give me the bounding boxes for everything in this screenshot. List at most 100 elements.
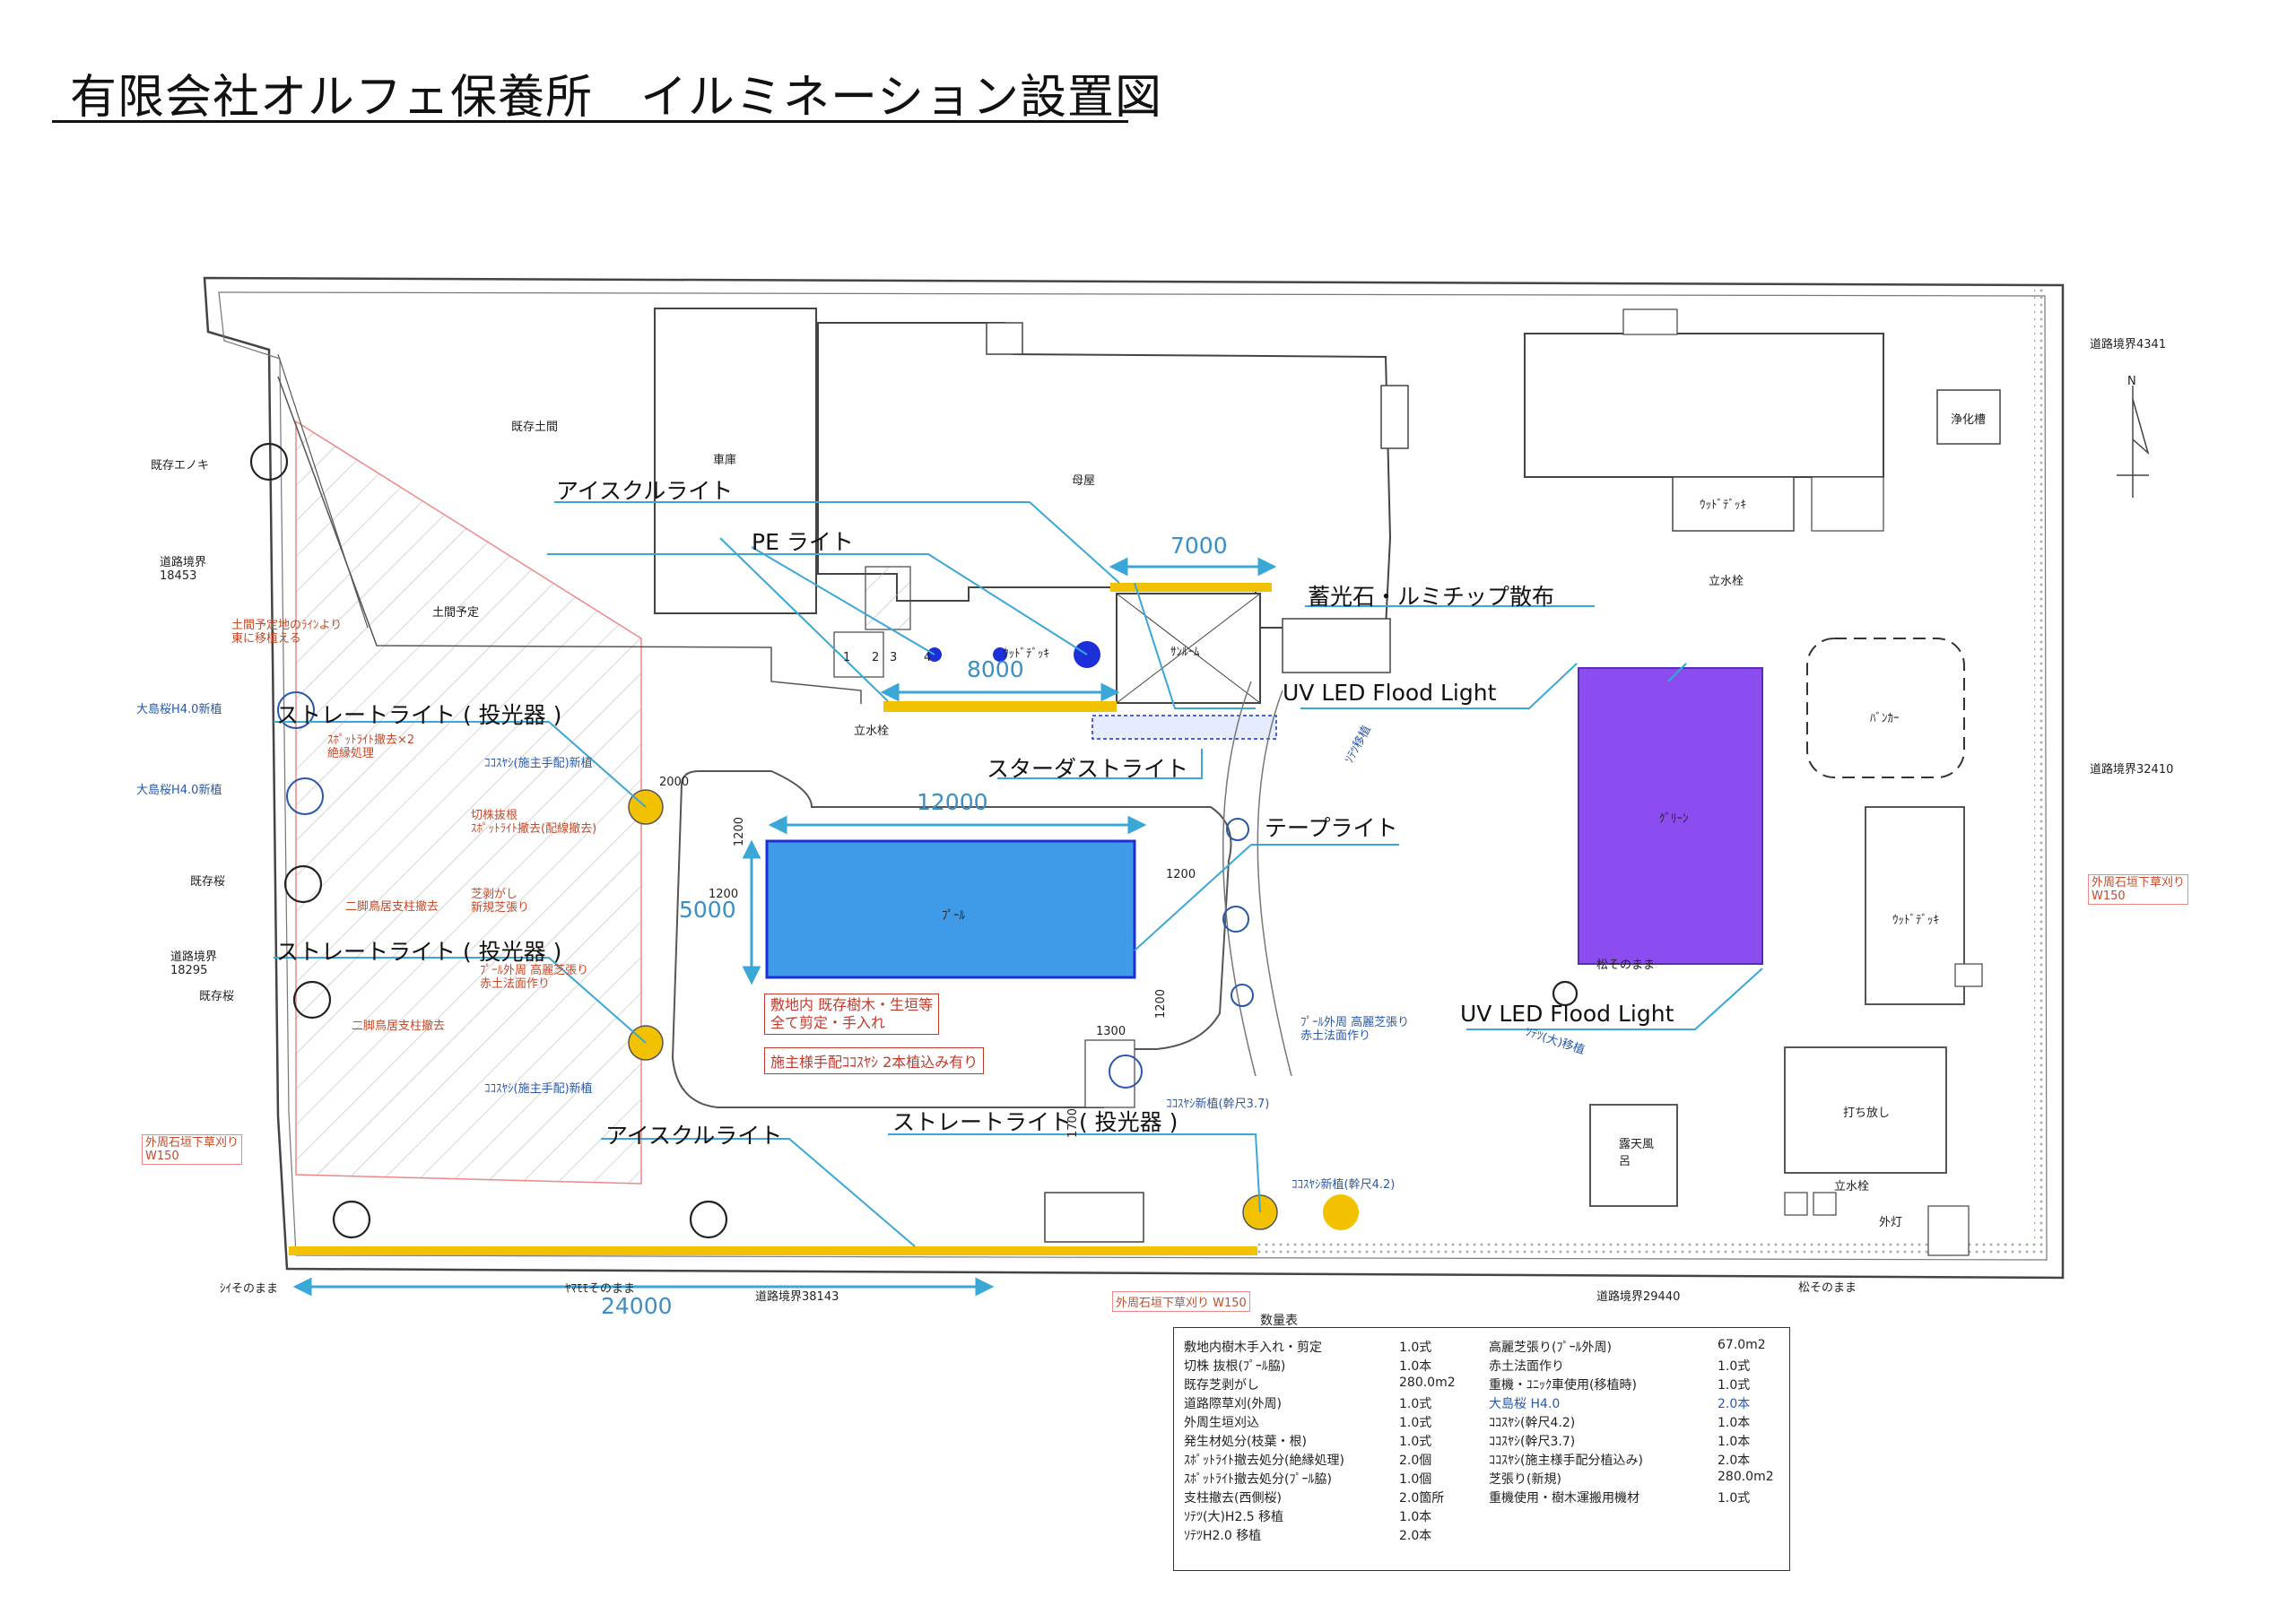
qty-value-right: 2.0本 [1718, 1454, 1751, 1468]
planned-floor-outline [277, 376, 862, 704]
site-boundary [203, 276, 2065, 1280]
dimension-5000: 5000 [679, 897, 736, 923]
dimension-8000: 8000 [967, 656, 1024, 682]
garage-label: 車庫 [713, 454, 737, 467]
uv-flood-label-2: UV LED Flood Light [1460, 1001, 1674, 1027]
qty-item-left: 外周生垣刈込 [1184, 1416, 1259, 1430]
straight-light-label-3: ストレートライト ( 投光器 ) [892, 1109, 1178, 1135]
stardust-light-label: スターダストライト [987, 756, 1189, 782]
qty-item-right: 重機使用・樹木運搬用機材 [1489, 1491, 1639, 1506]
qty-value-left: 1.0式 [1399, 1397, 1432, 1411]
qty-value-right: 1.0式 [1718, 1359, 1751, 1374]
qty-value-left: 1.0式 [1399, 1435, 1432, 1449]
yamamomo-keep-label: ﾔﾏﾓﾓそのまま [565, 1282, 636, 1296]
deck-number-3: 3 [890, 651, 898, 664]
plant-row-note: 土間予定地のﾗｲﾝより 東に移植える [231, 619, 343, 646]
tape-light-label: テープライト [1265, 815, 1398, 841]
north-arrow [2117, 386, 2150, 498]
qty-item-left: ｽﾎﾟｯﾄﾗｲﾄ撤去処分(ﾌﾟｰﾙ脇) [1184, 1472, 1332, 1487]
existing-dirt-floor-label: 既存土間 [511, 421, 559, 434]
stardust-band [1091, 715, 1277, 740]
owner-palm-note: 施主様手配ｺｺｽﾔｼ 2本植込み有り [764, 1047, 985, 1074]
quantity-table [1173, 1327, 1790, 1571]
tree-sakura-1 [283, 864, 323, 904]
deck-number-1: 1 [843, 651, 851, 664]
qty-item-right: 芝張り(新規) [1489, 1472, 1561, 1487]
hatched-area-west-outline [295, 420, 642, 1185]
qty-value-left: 1.0式 [1399, 1416, 1432, 1430]
hedge-bottom [1256, 1243, 2045, 1255]
pool [765, 839, 1136, 979]
pine-keep-label-1: 松そのまま [1596, 959, 1656, 972]
qty-value-right: 2.0本 [1718, 1397, 1751, 1411]
sunroom-label: ｻﾝﾙｰﾑ [1170, 646, 1200, 659]
gate [1044, 1192, 1144, 1243]
qty-value-left: 280.0m2 [1399, 1376, 1456, 1390]
outdoor-bath [1589, 1104, 1678, 1207]
pole-remove-label-2: 二脚鳥居支柱撤去 [352, 1020, 446, 1033]
bare-concrete [1784, 1046, 1947, 1174]
dimension-1200d: 1200 [1154, 988, 1169, 1020]
standpipe-label-3: 立水栓 [1834, 1180, 1870, 1193]
ice-light-label-2: アイスクルライト [605, 1123, 783, 1149]
qty-item-right: 赤土法面作り [1489, 1359, 1564, 1374]
pool-label: ﾌﾟｰﾙ [942, 909, 965, 923]
qty-item-right: 高麗芝張り(ﾌﾟｰﾙ外周) [1489, 1341, 1612, 1355]
standpipe-label-2: 立水栓 [1709, 575, 1744, 588]
dimension-1200a: 1200 [733, 816, 747, 847]
tree-sakura-2 [292, 980, 332, 1020]
shii-keep-label: ｼｲそのまま [220, 1282, 279, 1296]
palm-yellow-dot [1323, 1194, 1359, 1230]
tree-yamamomo [689, 1200, 728, 1239]
dimension-1200c: 1200 [1166, 868, 1196, 881]
bunker [1806, 638, 1965, 778]
pe-light-dot-2 [993, 647, 1007, 662]
qty-value-right: 280.0m2 [1718, 1470, 1774, 1484]
qty-value-left: 2.0本 [1399, 1529, 1432, 1543]
straight-light-label-1: ストレートライト ( 投光器 ) [276, 702, 562, 728]
existing-sakura-label-1: 既存桜 [190, 875, 226, 889]
putting-green [1578, 667, 1763, 965]
path-curve [1222, 681, 1257, 1077]
dimension-arrows [292, 557, 1277, 1297]
road-boundary-29440: 道路境界29440 [1596, 1290, 1681, 1304]
uv-flood-label-1: UV LED Flood Light [1283, 680, 1497, 706]
outer-grass-label-2: 外周石垣下草刈り W150 [2088, 874, 2189, 905]
bunker-label: ﾊﾞﾝｶｰ [1870, 712, 1900, 725]
quantity-table-title: 数量表 [1260, 1314, 1298, 1328]
ice-light-label-1: アイスクルライト [556, 478, 734, 504]
tree-enoki [249, 442, 289, 482]
wood-deck-building [1524, 333, 1884, 478]
qty-item-left: ｿﾃﾂ(大)H2.5 移植 [1184, 1510, 1284, 1524]
road-boundary-32410: 道路境界32410 [2090, 763, 2174, 777]
oshima-sakura-label-2: 大島桜H4.0新植 [136, 784, 222, 797]
callout-lines [274, 501, 1763, 1247]
wood-deck-label-2: ｳｯﾄﾞﾃﾞｯｷ [1700, 499, 1746, 512]
title-underline [52, 120, 1128, 123]
outdoor-bath-label: 露天風呂 [1619, 1138, 1655, 1168]
pe-light-bar [883, 701, 1117, 712]
prune-note: 敷地内 既存樹木・生垣等 全て剪定・手入れ [764, 994, 940, 1035]
wood-deck-label-3: ｳｯﾄﾞﾃﾞｯｷ [1892, 914, 1939, 927]
dimension-12000: 12000 [917, 789, 988, 815]
qty-item-right: 重機・ﾕﾆｯｸ車使用(移植時) [1489, 1378, 1637, 1393]
tree-pine [1552, 980, 1578, 1007]
road-boundary-4341: 道路境界4341 [2090, 338, 2167, 352]
qty-item-right: ｺｺｽﾔｼ(施主様手配分植込み) [1489, 1454, 1643, 1468]
trees [249, 442, 1578, 1239]
pool-turf-note-2: ﾌﾟｰﾙ外周 高麗芝張り 赤土法面作り [1300, 1016, 1410, 1043]
document-title: 有限会社オルフェ保養所 イルミネーション設置図 [70, 71, 1162, 125]
qty-item-left: 既存芝剥がし [1184, 1378, 1259, 1393]
road-boundary-18453: 道路境界 18453 [160, 556, 207, 583]
north-label: N [2127, 375, 2136, 388]
dimension-1300: 1300 [1096, 1025, 1126, 1038]
dimension-1700: 1700 [1066, 1107, 1081, 1139]
pool-turf-note: ﾌﾟｰﾙ外周 高麗芝張り 赤土法面作り [480, 964, 589, 991]
luminous-bar-top [1110, 583, 1272, 592]
deck-number-4: 4 [924, 651, 932, 664]
dimension-2000: 2000 [659, 776, 690, 789]
qty-item-right: ｺｺｽﾔｼ(幹尺4.2) [1489, 1416, 1576, 1430]
spot-remove-note: ｽﾎﾟｯﾄﾗｲﾄ撤去×2 絶縁処理 [327, 733, 415, 760]
qty-value-right: 1.0本 [1718, 1435, 1751, 1449]
